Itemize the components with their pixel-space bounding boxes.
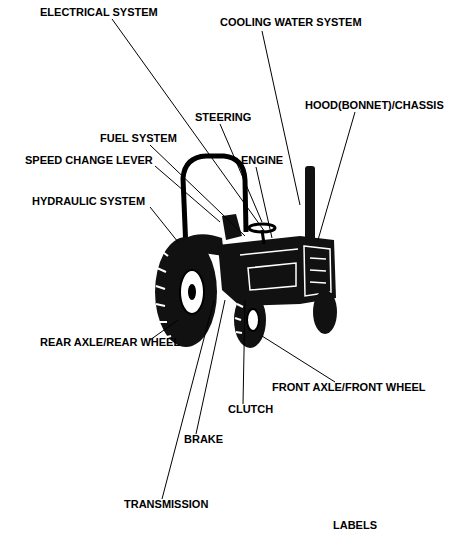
front-wheel-left xyxy=(234,292,266,348)
part-label: TRANSMISSION xyxy=(124,498,208,511)
part-label: CLUTCH xyxy=(228,403,273,416)
rear-fender xyxy=(168,234,224,256)
front-hub xyxy=(247,309,259,331)
part-label: HOOD(BONNET)/CHASSIS xyxy=(305,99,444,112)
hood-details xyxy=(240,246,331,296)
steering-column xyxy=(262,230,264,244)
part-label: REAR AXLE/REAR WHEEL xyxy=(40,336,180,349)
part-label: SPEED CHANGE LEVER xyxy=(25,154,153,167)
rear-axle xyxy=(188,284,196,300)
part-label: ENGINE xyxy=(241,154,283,167)
front-wheel-right xyxy=(313,290,337,334)
exhaust-stack xyxy=(305,166,315,242)
part-label: FUEL SYSTEM xyxy=(100,132,177,145)
part-label: LABELS xyxy=(333,519,377,532)
part-label: HYDRAULIC SYSTEM xyxy=(32,195,145,208)
part-label: COOLING WATER SYSTEM xyxy=(220,16,362,29)
seat xyxy=(222,214,242,240)
rear-hub xyxy=(180,270,204,314)
part-label: STEERING xyxy=(195,111,251,124)
rear-tread xyxy=(156,250,171,338)
part-label: BRAKE xyxy=(184,433,223,446)
leader-lines xyxy=(112,19,355,499)
part-label: ELECTRICAL SYSTEM xyxy=(40,6,158,19)
front-tread xyxy=(235,304,243,333)
part-label: FRONT AXLE/FRONT WHEEL xyxy=(272,381,426,394)
